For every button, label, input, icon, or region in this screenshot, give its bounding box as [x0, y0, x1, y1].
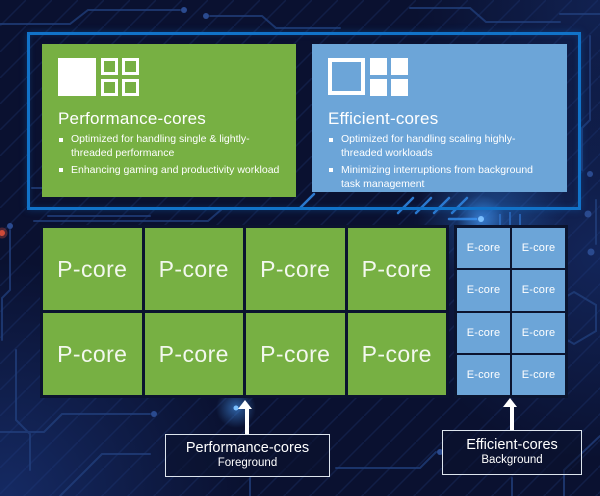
performance-callout: Performance-cores Foreground — [165, 434, 330, 477]
up-arrow-icon — [503, 398, 517, 407]
e-core-cell: E-core — [512, 354, 565, 395]
performance-card-title: Performance-cores — [58, 109, 206, 128]
efficient-callout: Efficient-cores Background — [442, 430, 582, 475]
small-squares-grid-icon — [101, 58, 139, 96]
small-filled-square-icon — [370, 58, 387, 75]
performance-card-bullets: Optimized for handling single & lightly-… — [58, 133, 280, 178]
performance-callout-subtitle: Foreground — [217, 456, 278, 469]
e-core-cell: E-core — [512, 228, 565, 269]
large-outlined-square-icon — [328, 58, 365, 95]
core-grid: P-core P-core P-core P-core P-core P-cor… — [40, 225, 568, 398]
small-outlined-square-icon — [101, 79, 118, 96]
small-outlined-square-icon — [101, 58, 118, 75]
efficient-callout-subtitle: Background — [481, 453, 543, 466]
bullet-item: Enhancing gaming and productivity worklo… — [58, 164, 280, 178]
efficient-card-title: Efficient-cores — [328, 109, 439, 128]
bullet-item: Optimized for handling scaling highly-th… — [328, 133, 551, 161]
p-core-cell: P-core — [246, 228, 345, 310]
bullet-item: Minimizing interruptions from background… — [328, 164, 551, 192]
e-core-cell: E-core — [512, 270, 565, 311]
small-filled-square-icon — [391, 79, 408, 96]
performance-card: Performance-cores Optimized for handling… — [42, 44, 296, 197]
p-core-grid: P-core P-core P-core P-core P-core P-cor… — [40, 225, 449, 398]
small-squares-grid-icon — [370, 58, 408, 96]
e-core-cell: E-core — [457, 270, 510, 311]
up-arrow-icon — [238, 400, 252, 409]
small-outlined-square-icon — [122, 79, 139, 96]
p-core-cell: P-core — [347, 313, 446, 395]
efficient-cores-icon — [328, 58, 551, 96]
up-arrow-shaft — [510, 407, 514, 430]
efficient-card: Efficient-cores Optimized for handling s… — [312, 44, 567, 192]
efficient-card-bullets: Optimized for handling scaling highly-th… — [328, 133, 551, 191]
p-core-cell: P-core — [43, 228, 142, 310]
p-core-cell: P-core — [347, 228, 446, 310]
up-arrow-shaft — [245, 409, 249, 434]
small-outlined-square-icon — [122, 58, 139, 75]
efficient-callout-title: Efficient-cores — [466, 437, 558, 454]
p-core-cell: P-core — [144, 228, 243, 310]
performance-callout-title: Performance-cores — [185, 440, 310, 457]
small-filled-square-icon — [370, 79, 387, 96]
bullet-item: Optimized for handling single & lightly-… — [58, 133, 280, 161]
e-core-cell: E-core — [457, 312, 510, 353]
performance-cores-icon — [58, 58, 280, 96]
p-core-cell: P-core — [246, 313, 345, 395]
e-core-cell: E-core — [457, 228, 510, 269]
e-core-grid: E-core E-core E-core E-core E-core E-cor… — [454, 225, 568, 398]
small-filled-square-icon — [391, 58, 408, 75]
features-panel — [27, 32, 581, 210]
large-filled-square-icon — [58, 58, 96, 96]
e-core-cell: E-core — [512, 312, 565, 353]
e-core-cell: E-core — [457, 354, 510, 395]
p-core-cell: P-core — [144, 313, 243, 395]
p-core-cell: P-core — [43, 313, 142, 395]
